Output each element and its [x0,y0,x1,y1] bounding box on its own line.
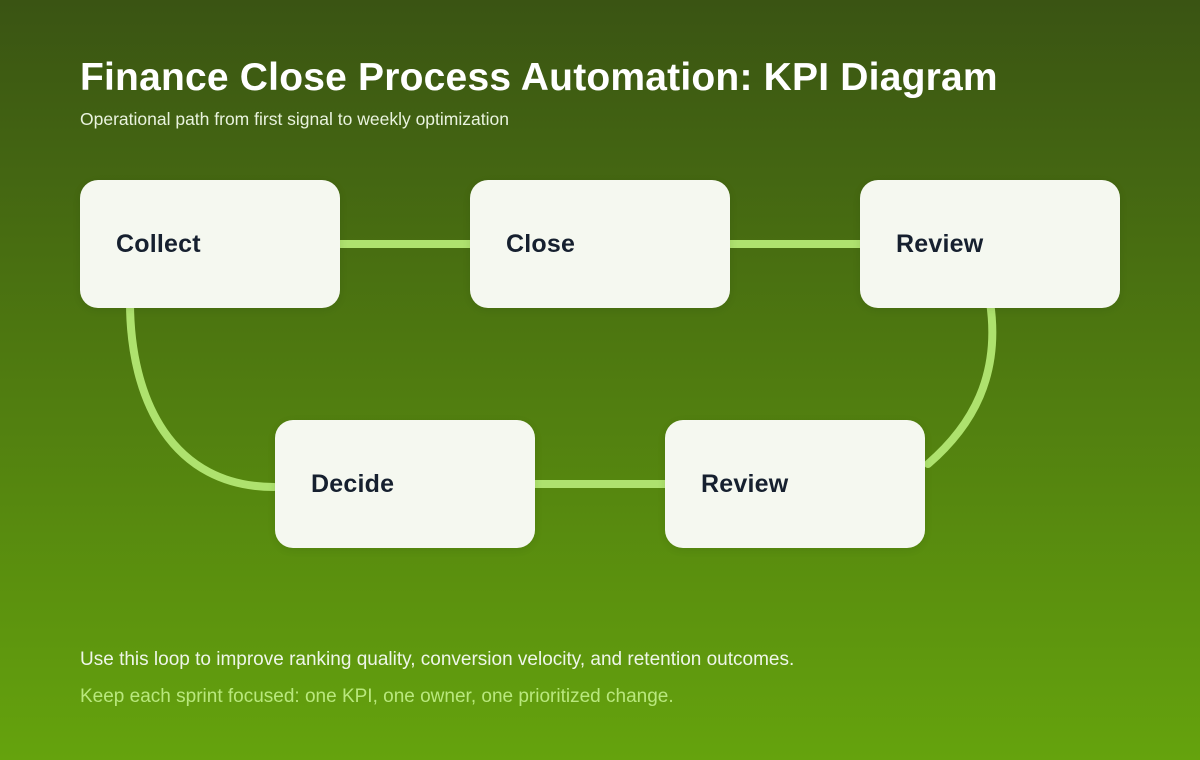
node-review-top: Review [860,180,1120,308]
connector-loop-left [126,298,278,491]
node-label: Decide [311,469,395,498]
node-close: Close [470,180,730,308]
node-label: Review [896,229,984,258]
page-title: Finance Close Process Automation: KPI Di… [80,56,998,99]
connector-loop-right [924,298,997,468]
page-subtitle: Operational path from first signal to we… [80,109,509,129]
node-decide: Decide [275,420,535,548]
node-label: Review [701,469,789,498]
node-collect: Collect [80,180,340,308]
node-label: Close [506,229,576,258]
footer-primary-text: Use this loop to improve ranking quality… [80,649,795,670]
footer-accent-text: Keep each sprint focused: one KPI, one o… [80,686,674,707]
node-label: Collect [116,229,201,258]
node-review-bottom: Review [665,420,925,548]
